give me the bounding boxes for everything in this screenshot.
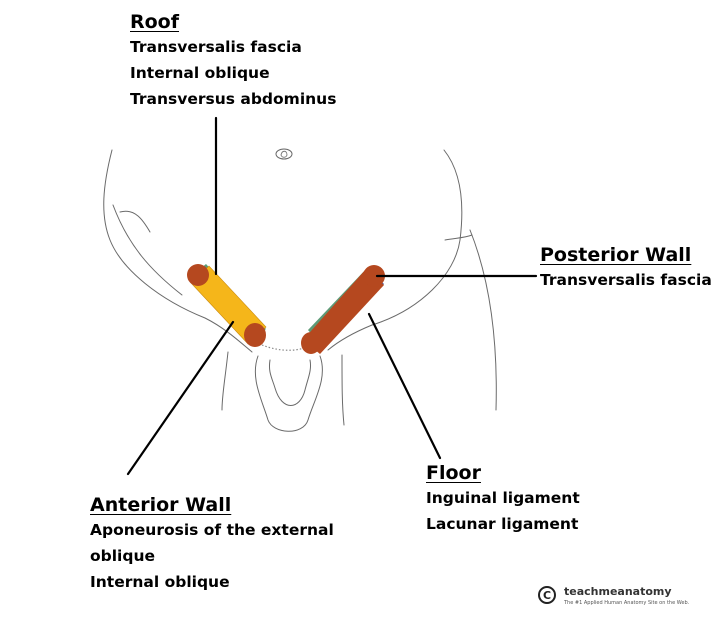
roof-line-1: Transversalis fascia (130, 38, 302, 56)
roof-line-2: Internal oblique (130, 64, 270, 82)
left-inguinal-canal (187, 264, 267, 347)
left-thigh-crease (119, 210, 151, 233)
genital-inner-outline (269, 359, 311, 406)
right-thigh-crease (444, 234, 473, 241)
right-superficial-inguinal-ring (301, 332, 321, 354)
copyright-icon: C (538, 586, 556, 604)
left-deep-inguinal-ring (187, 264, 209, 286)
roof-line-3: Transversus abdominus (130, 90, 337, 108)
genital-outline (254, 355, 323, 432)
right-inguinal-canal (301, 265, 385, 354)
left-superficial-inguinal-ring (244, 323, 266, 347)
floor-label: Floor Inguinal ligament Lacunar ligament (426, 461, 580, 537)
roof-title: Roof (130, 11, 180, 33)
posterior-wall-label: Posterior Wall Transversalis fascia (540, 243, 712, 293)
anterior-wall-line-3: Internal oblique (90, 573, 230, 591)
floor-line-1: Inguinal ligament (426, 489, 580, 507)
pubic-dotted-line (261, 344, 313, 351)
right-flank-outline (327, 149, 463, 351)
right-leg-outline (341, 354, 345, 426)
anterior-wall-line-1: Aponeurosis of the external (90, 521, 334, 539)
left-flank-outline (103, 149, 253, 353)
anterior-wall-pointer (126, 320, 235, 476)
umbilicus (275, 148, 293, 160)
pointer-lines (126, 116, 538, 476)
roof-label: Roof Transversalis fascia Internal obliq… (130, 10, 336, 112)
left-thigh-outline (112, 204, 183, 296)
brand-tagline: The #1 Applied Human Anatomy Site on the… (564, 600, 690, 606)
posterior-wall-title: Posterior Wall (540, 244, 692, 266)
right-thigh-outline (469, 229, 497, 411)
right-canal-posterior-wall (303, 269, 384, 354)
brand-logo: C teachmeanatomy The #1 Applied Human An… (538, 584, 714, 614)
anterior-wall-title: Anterior Wall (90, 494, 232, 516)
umbilicus-inner (280, 150, 288, 158)
body-outline (103, 149, 497, 432)
floor-pointer (367, 312, 442, 460)
floor-title: Floor (426, 462, 481, 484)
anterior-wall-line-2: oblique (90, 547, 156, 565)
right-deep-inguinal-ring (363, 265, 385, 287)
floor-line-2: Lacunar ligament (426, 515, 579, 533)
posterior-wall-line-1: Transversalis fascia (540, 271, 712, 289)
brand-name: teachmeanatomy (564, 585, 672, 598)
anterior-wall-label: Anterior Wall Aponeurosis of the externa… (90, 493, 334, 595)
left-leg-outline (221, 351, 229, 411)
umbilicus-outer (275, 148, 293, 160)
